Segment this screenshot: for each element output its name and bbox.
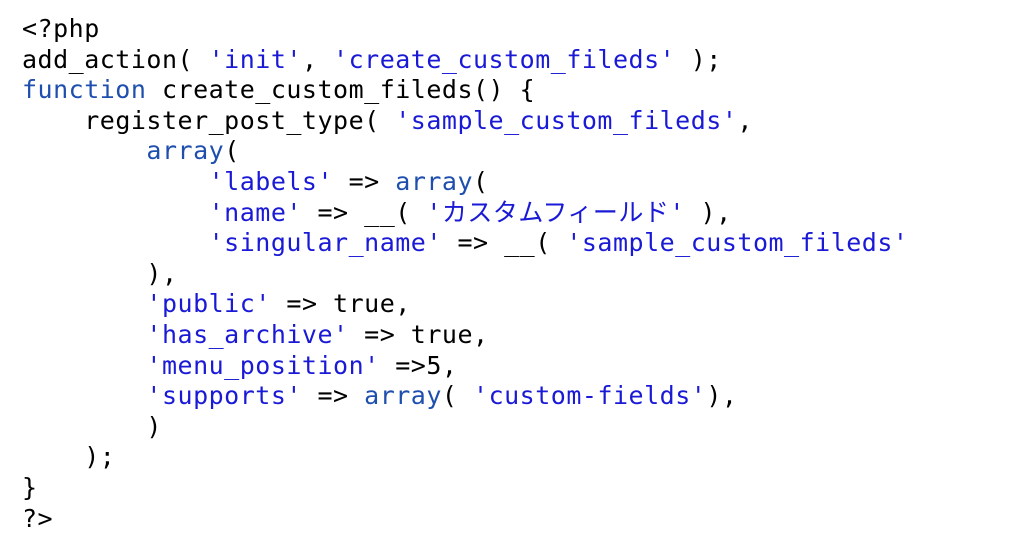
code-line: <?php bbox=[22, 14, 100, 44]
code-line: } bbox=[22, 473, 38, 503]
code-token: , bbox=[737, 105, 753, 135]
code-line: ), bbox=[22, 259, 178, 289]
code-token: <?php bbox=[22, 14, 100, 43]
code-line: 'has_archive' => true, bbox=[22, 320, 489, 350]
string-token: 'has_archive' bbox=[146, 320, 349, 349]
string-token: 'supports' bbox=[146, 381, 302, 411]
code-token: => bbox=[301, 381, 365, 411]
code-line: 'name' => __( 'カスタムフィールド' ), bbox=[22, 198, 732, 228]
keyword-token: array bbox=[395, 167, 474, 196]
code-token: => __( bbox=[301, 197, 427, 227]
code-token: ( bbox=[441, 381, 474, 411]
string-token: 'custom-fields' bbox=[473, 381, 707, 411]
code-token: ), bbox=[146, 258, 178, 288]
keyword-token: array bbox=[364, 381, 442, 411]
code-line: function create_custom_fileds() { bbox=[22, 75, 535, 105]
indent bbox=[22, 167, 209, 196]
code-token: => true, bbox=[348, 320, 489, 349]
code-token: ( bbox=[224, 136, 240, 166]
code-token: =>5, bbox=[379, 350, 458, 380]
code-token: ( bbox=[473, 167, 489, 196]
code-line: ) bbox=[22, 412, 162, 442]
code-line: ); bbox=[22, 442, 115, 472]
indent bbox=[22, 320, 146, 349]
string-token: 'public' bbox=[146, 289, 271, 319]
indent bbox=[22, 351, 146, 380]
code-token: add_action( bbox=[22, 44, 209, 74]
string-token: 'sample_custom_fileds' bbox=[566, 228, 909, 258]
indent bbox=[22, 106, 84, 135]
code-token: create_custom_fileds() { bbox=[146, 75, 536, 105]
code-line: register_post_type( 'sample_custom_filed… bbox=[22, 106, 753, 136]
code-token: ), bbox=[706, 381, 738, 411]
code-line: 'menu_position' =>5, bbox=[22, 351, 457, 381]
code-token: ?> bbox=[22, 503, 54, 533]
code-token: } bbox=[22, 473, 38, 502]
indent bbox=[22, 136, 146, 165]
code-token: ) bbox=[146, 411, 162, 441]
code-token: => true, bbox=[270, 289, 411, 319]
code-token: ); bbox=[84, 442, 116, 472]
code-line: array( bbox=[22, 136, 240, 166]
code-token: ); bbox=[675, 44, 722, 74]
code-token: register_post_type( bbox=[84, 105, 396, 135]
indent bbox=[22, 259, 146, 288]
code-token: => bbox=[333, 167, 396, 196]
string-token: 'name' bbox=[208, 197, 302, 227]
indent bbox=[22, 381, 146, 410]
string-token: 'singular_name' bbox=[208, 228, 442, 258]
indent bbox=[22, 442, 84, 471]
code-line: add_action( 'init', 'create_custom_filed… bbox=[22, 45, 722, 75]
string-token: 'create_custom_fileds' bbox=[333, 44, 676, 74]
code-line: ?> bbox=[22, 504, 53, 534]
code-token: , bbox=[301, 44, 334, 74]
keyword-token: array bbox=[146, 136, 225, 166]
string-token: 'sample_custom_fileds' bbox=[395, 105, 738, 135]
string-token: 'menu_position' bbox=[146, 350, 380, 380]
indent bbox=[22, 289, 146, 318]
code-token: => __( bbox=[441, 228, 567, 258]
string-token: 'カスタムフィールド' bbox=[426, 197, 685, 227]
code-line: 'supports' => array( 'custom-fields'), bbox=[22, 381, 737, 411]
code-token: ), bbox=[684, 197, 732, 227]
indent bbox=[22, 412, 146, 441]
indent bbox=[22, 198, 209, 227]
keyword-token: function bbox=[22, 75, 147, 105]
string-token: 'init' bbox=[208, 44, 302, 74]
code-line: 'labels' => array( bbox=[22, 167, 489, 197]
code-line: 'singular_name' => __( 'sample_custom_fi… bbox=[22, 228, 908, 258]
indent bbox=[22, 228, 209, 257]
code-line: 'public' => true, bbox=[22, 289, 411, 319]
string-token: 'labels' bbox=[208, 167, 334, 196]
